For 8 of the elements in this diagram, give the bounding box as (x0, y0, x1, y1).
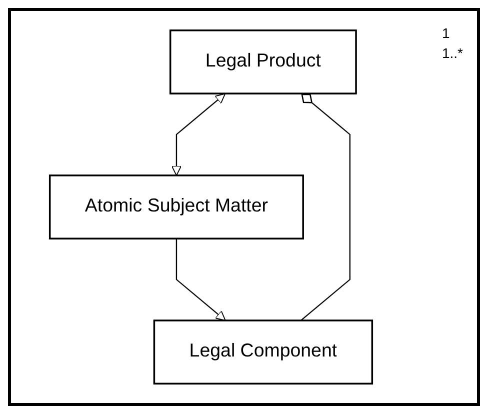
arrow (171, 93, 226, 176)
node-box: Legal Component (153, 320, 374, 385)
connector (300, 93, 350, 321)
arrow (176, 238, 226, 321)
node-box: Legal Product (169, 29, 357, 94)
multiplicity-label: 1 (442, 25, 451, 41)
multiplicity-label: 1..* (442, 45, 463, 61)
node-box: Atomic Subject Matter (48, 174, 304, 240)
